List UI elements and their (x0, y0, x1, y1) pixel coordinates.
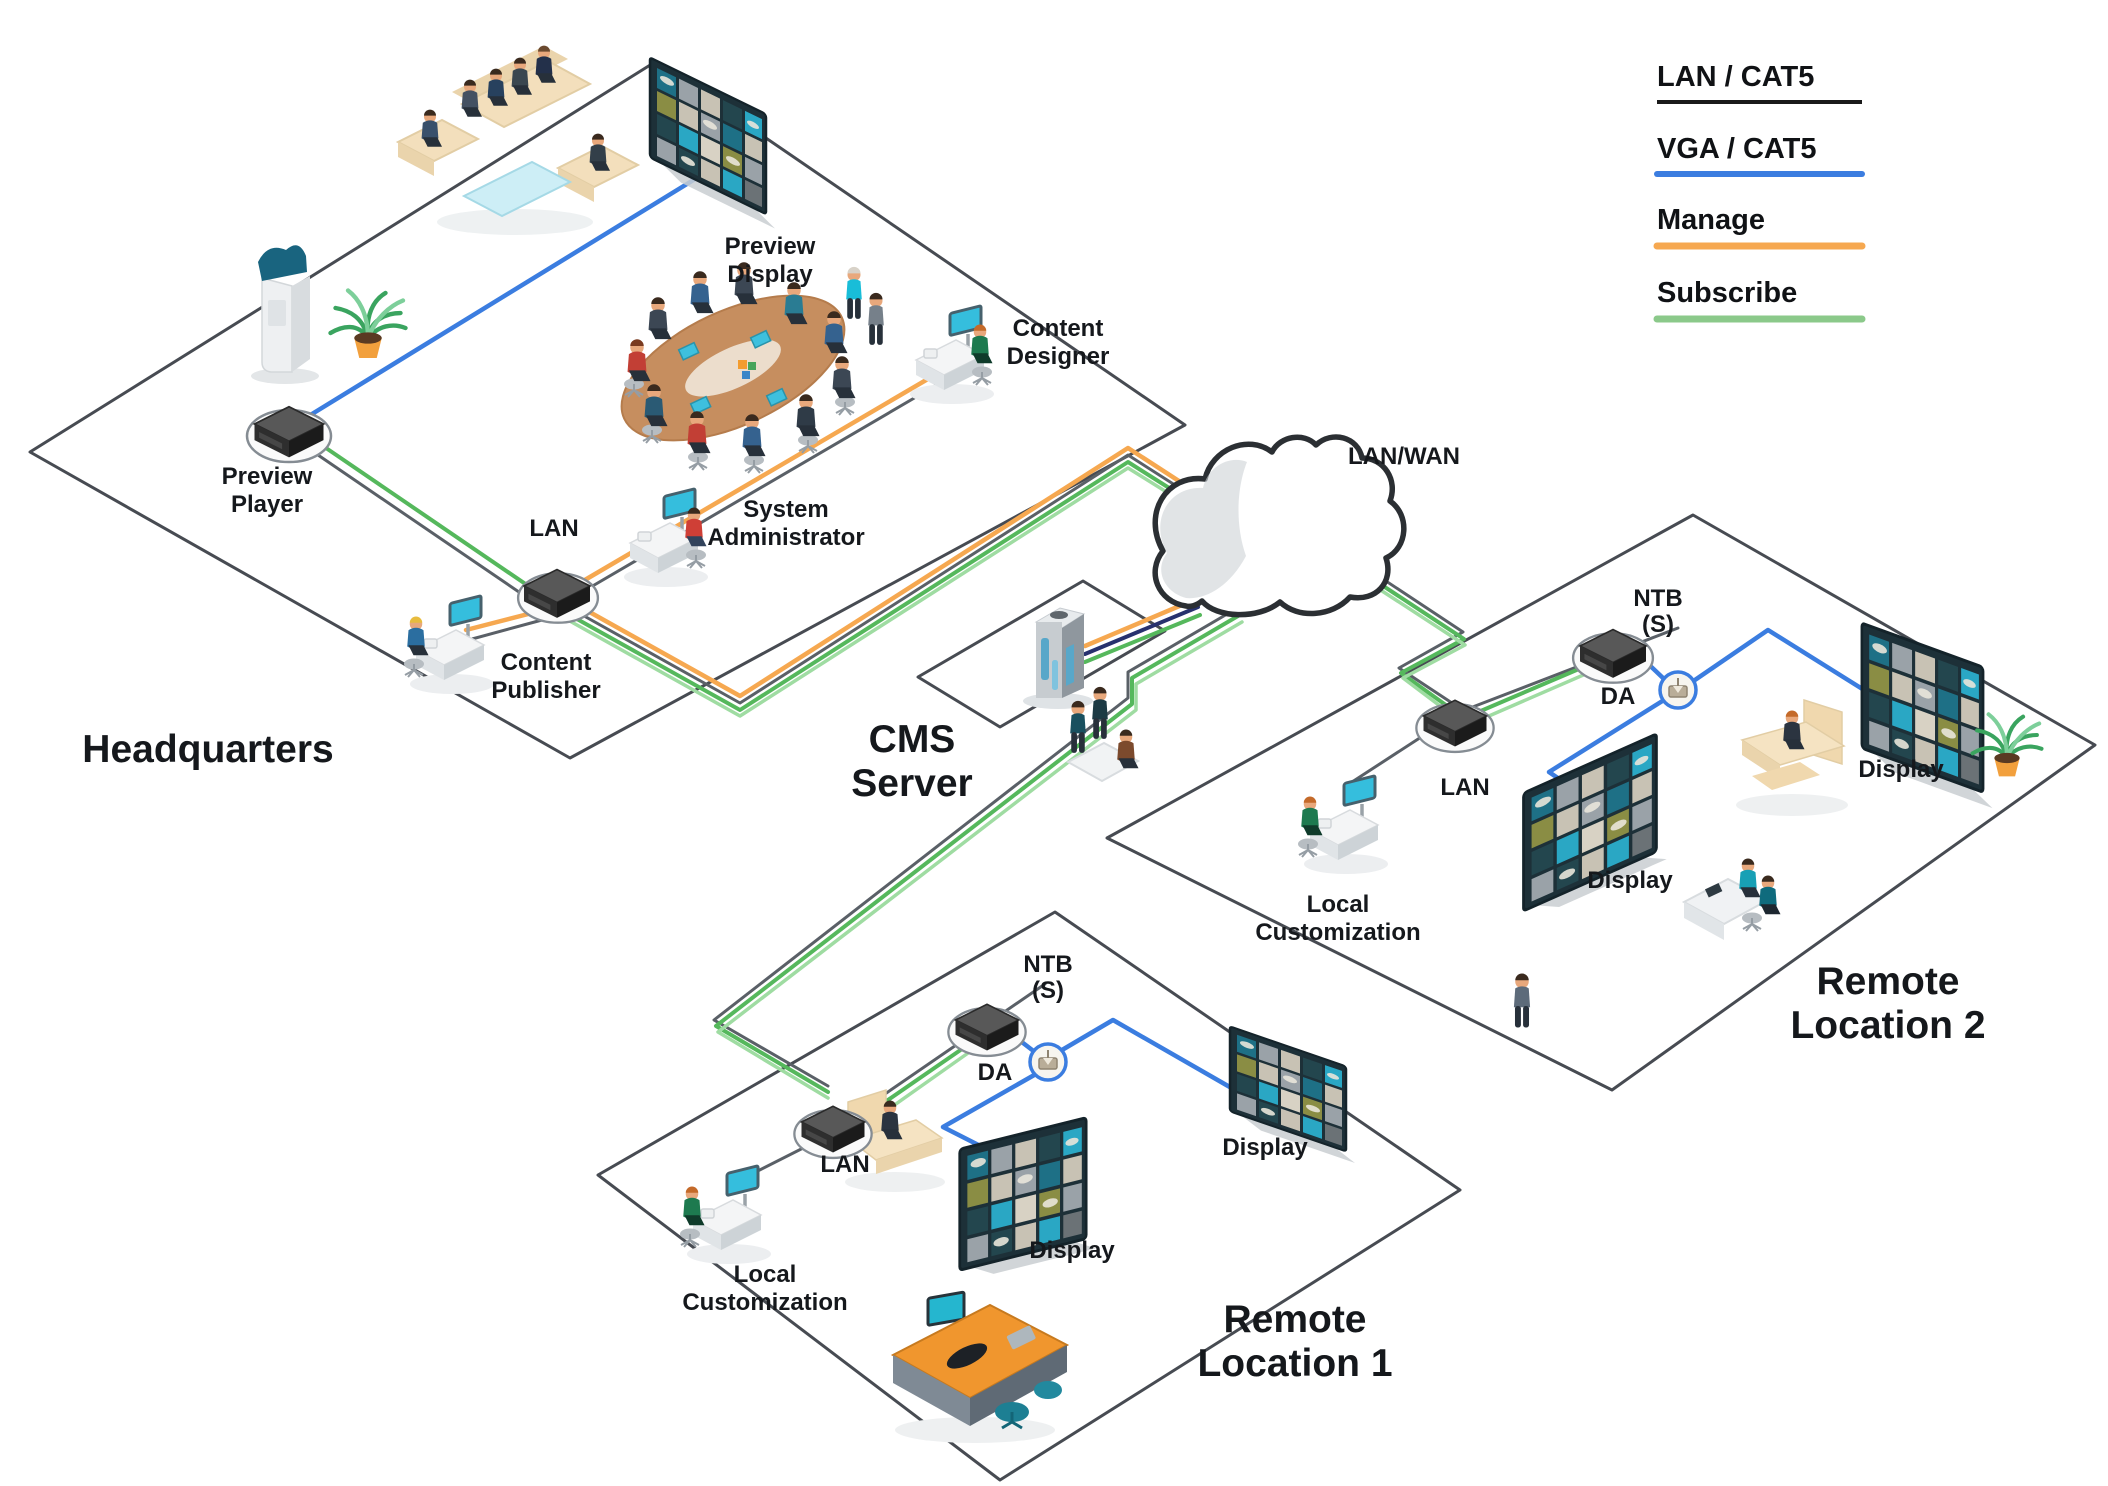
cms-server-platform (916, 579, 1167, 729)
r1-local-customization-label-2: Customization (682, 1289, 847, 1316)
link-sub-wan (566, 460, 1206, 712)
r2-da-splitter (1658, 670, 1698, 710)
link-lan-r1 (712, 608, 1236, 1088)
legend-label-vga: VGA / CAT5 (1657, 133, 1817, 165)
legend-label-subscribe: Subscribe (1657, 277, 1797, 309)
system-administrator-label-2: Administrator (707, 524, 864, 551)
legend-label-manage: Manage (1657, 204, 1765, 236)
r1-lan-label: LAN (820, 1151, 869, 1178)
r1-display-wall-label: Display (1029, 1237, 1115, 1264)
headquarters-platform (28, 60, 1187, 760)
link-vga-r1-tv (1059, 1017, 1238, 1093)
legend-label-lan: LAN / CAT5 (1657, 61, 1814, 93)
link-sub-server (1083, 613, 1202, 664)
content-designer-label-1: Content (1013, 315, 1104, 342)
link-vga-preview (309, 173, 703, 417)
link-lan-player (316, 453, 540, 607)
link-manage-server (1082, 596, 1199, 649)
legend-item-lan: LAN / CAT5 (1657, 61, 1862, 104)
displays (648, 56, 1995, 1284)
system-administrator-label-1: System (743, 496, 828, 523)
link-lan-server (1083, 605, 1200, 656)
legend-item-manage: Manage (1653, 204, 1866, 250)
link-manage-wan (565, 445, 1205, 699)
link-vga-r2-tv (1689, 627, 1867, 693)
content-publisher-label-2: Publisher (491, 677, 600, 704)
r1-da-label: DA (978, 1059, 1013, 1086)
r2-title-2: Location 2 (1790, 1004, 1985, 1047)
link-sub-r1 (714, 614, 1240, 1094)
r1-workdesk (890, 1290, 1070, 1443)
r2-ntb-label-2: (S) (1642, 611, 1674, 638)
r2-local-customization-label-2: Customization (1255, 919, 1420, 946)
link-sub2-r1 (716, 620, 1244, 1100)
content-designer-label-2: Designer (1007, 343, 1110, 370)
cloud-shade (1160, 459, 1247, 599)
r2-ntb-label-1: NTB (1633, 585, 1682, 612)
link-lan-r2 (1334, 546, 1465, 705)
r2-title-1: Remote (1816, 960, 1959, 1003)
hq-lounge (395, 45, 641, 235)
hq-preview-display-wall (648, 56, 777, 230)
link-sub2-r2 (1334, 559, 1467, 714)
link-lan-publisher (470, 618, 544, 641)
r1-title-2: Location 1 (1197, 1342, 1392, 1385)
hq-content-publisher-workstation (403, 594, 496, 696)
hq-kiosk (251, 245, 319, 384)
r2-meeting-table (1681, 858, 1781, 940)
preview-display-label-2: Display (727, 261, 813, 288)
r1-local-customization-label-1: Local (734, 1261, 797, 1288)
r1-display-tv-label: Display (1222, 1134, 1308, 1161)
r1-ntb-label-2: (S) (1032, 977, 1064, 1004)
hq-system-administrator-workstation (622, 487, 710, 589)
link-sub-r2 (1334, 553, 1466, 710)
r1-local-customization-workstation (679, 1164, 773, 1266)
hq-conference-table-group (620, 262, 884, 474)
r2-standing-group (1065, 686, 1141, 783)
hq-lan-label: LAN (529, 515, 578, 542)
r2-couch (1736, 698, 1848, 816)
preview-player-label-2: Player (231, 491, 303, 518)
legend-item-vga: VGA / CAT5 (1654, 133, 1865, 177)
cms-server-label-2: Server (851, 762, 972, 805)
preview-display-label-1: Preview (725, 233, 816, 260)
r1-title-1: Remote (1223, 1298, 1366, 1341)
cms-server-tower (1023, 607, 1093, 709)
link-sub-player (324, 446, 548, 600)
lan-wan-label: LAN/WAN (1348, 443, 1460, 470)
r2-lan-label: LAN (1440, 774, 1489, 801)
link-lan-wan (566, 453, 1205, 705)
hq-plant (331, 291, 406, 359)
r1-ntb-label-1: NTB (1023, 951, 1072, 978)
r2-local-customization-workstation (1297, 774, 1390, 876)
legend-item-subscribe: Subscribe (1653, 277, 1866, 323)
r2-standing-person (1513, 973, 1531, 1028)
r1-da-splitter (1028, 1042, 1068, 1082)
link-manage-publisher (463, 609, 539, 633)
labels: Headquarters Preview Display Preview Pla… (82, 233, 1985, 1385)
legend: LAN / CAT5 VGA / CAT5 Manage Subscribe (1653, 61, 1866, 323)
hq-content-designer-workstation (908, 304, 996, 406)
r2-display-tv-label: Display (1858, 756, 1944, 783)
r2-display-wall-label: Display (1587, 867, 1673, 894)
link-lan-r2-local (1350, 728, 1434, 784)
r2-da-label: DA (1601, 683, 1636, 710)
lan-wan-cloud (1152, 434, 1407, 618)
headquarters-title: Headquarters (82, 728, 333, 771)
r2-local-customization-label-1: Local (1307, 891, 1370, 918)
cms-server-label-1: CMS (869, 718, 956, 761)
content-publisher-label-1: Content (501, 649, 592, 676)
preview-player-label-1: Preview (222, 463, 313, 490)
